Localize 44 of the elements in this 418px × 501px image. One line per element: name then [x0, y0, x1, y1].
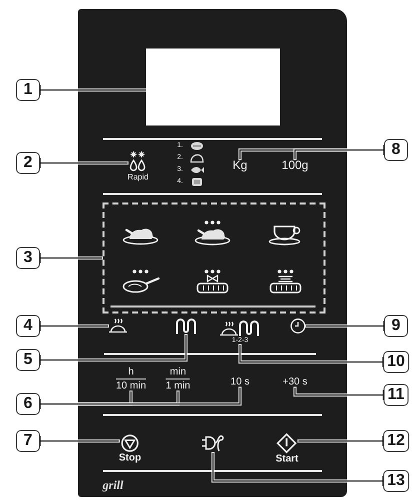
leader-line [39, 435, 119, 447]
leader-line [39, 84, 146, 96]
plug-icon [201, 433, 225, 453]
callout-number: 9 [384, 315, 408, 337]
callout-number: 7 [16, 430, 40, 452]
button-label: Stop [118, 452, 142, 464]
leader-line [239, 345, 384, 368]
button-label: Start [276, 453, 298, 465]
leader-line [39, 388, 241, 410]
leader-line [294, 144, 385, 160]
button-label: h [116, 366, 146, 379]
button-label: 1 min [166, 380, 190, 392]
callout-number: 6 [16, 393, 40, 415]
callout-number: 10 [383, 351, 409, 373]
callout-number: 3 [16, 247, 40, 269]
callout-number: 12 [383, 430, 409, 452]
leader-line [39, 320, 108, 332]
display-screen [146, 48, 280, 125]
unit-label: Kg [232, 159, 248, 173]
leader-line [39, 252, 102, 264]
dashed-frame [102, 202, 325, 313]
button-label: Rapid [128, 172, 148, 182]
button-label: min [166, 366, 190, 379]
wave-icon [175, 317, 197, 335]
callout-number: 8 [384, 139, 408, 161]
callout-number: 4 [16, 315, 40, 337]
model-label: grill [102, 479, 124, 493]
covered-dish-icon [108, 318, 128, 334]
leader-line [39, 335, 187, 366]
callout-number: 11 [384, 384, 408, 406]
button-label: 10 min [116, 380, 146, 392]
callout-number: 1 [16, 79, 40, 101]
leader-line [294, 388, 384, 401]
button-label: 10 s [230, 376, 250, 388]
callout-number: 5 [16, 349, 40, 371]
unit-label: 100g [282, 159, 308, 173]
leader-line [298, 435, 384, 447]
callout-number: 13 [383, 470, 409, 492]
button-label: +30 s [282, 376, 308, 388]
leader-line [306, 320, 385, 332]
callout-number: 2 [16, 152, 40, 174]
clock-icon [290, 318, 306, 334]
leader-line [212, 453, 384, 487]
leader-line [39, 157, 128, 169]
